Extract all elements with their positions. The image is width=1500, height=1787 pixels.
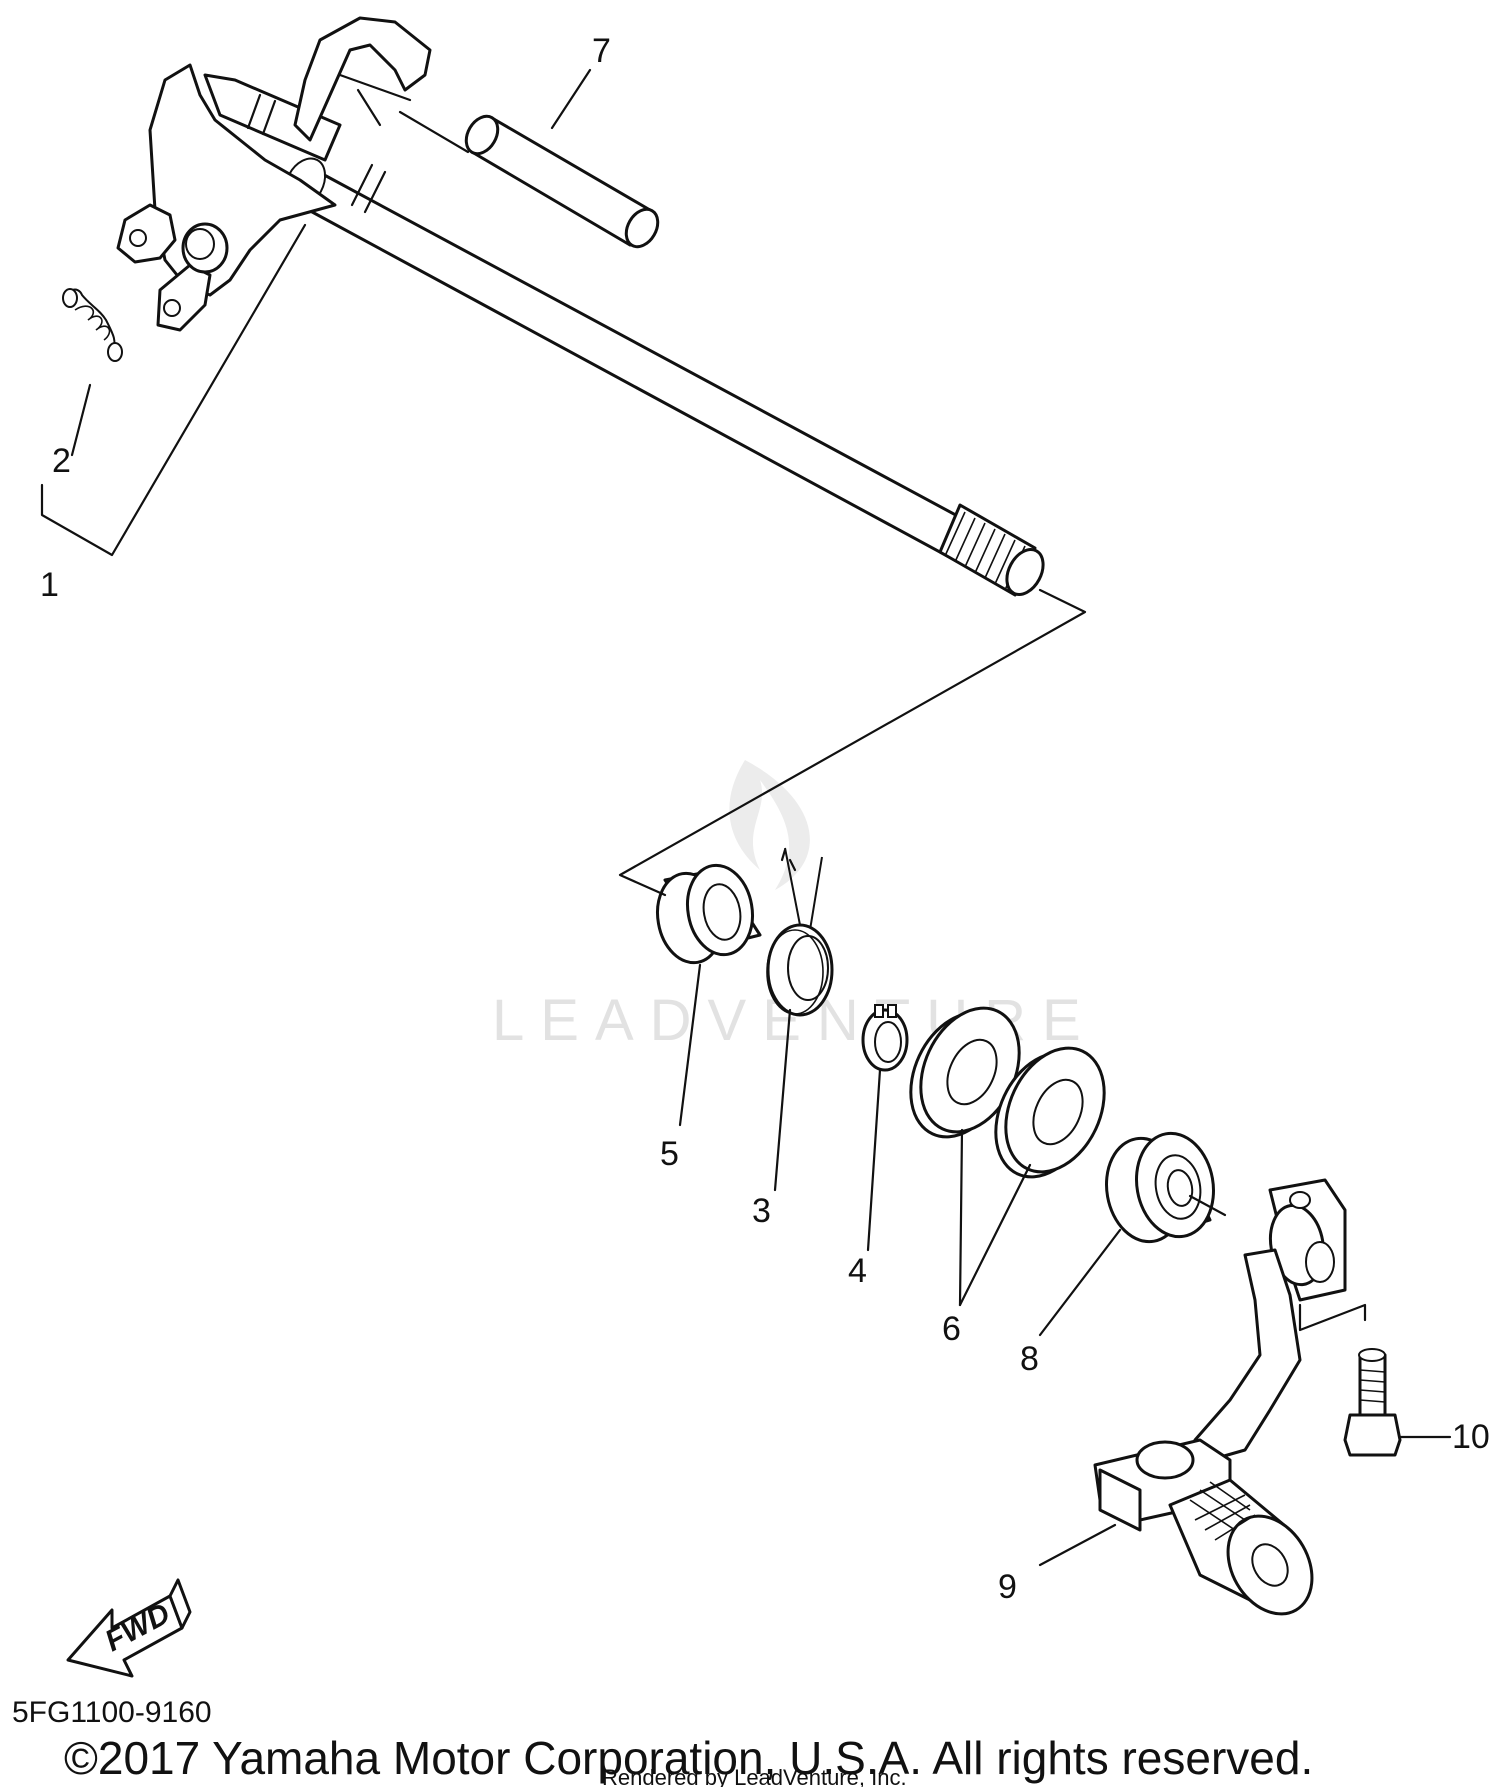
- callout-7: 7: [592, 32, 611, 70]
- rendered-by-text: Rendered by LeadVenture, Inc.: [602, 1765, 907, 1787]
- callout-3: 3: [752, 1192, 771, 1230]
- circlip-part-4[interactable]: [861, 1004, 909, 1072]
- pin-part-7[interactable]: [460, 111, 664, 253]
- callout-9: 9: [998, 1568, 1017, 1606]
- callout-4: 4: [848, 1252, 867, 1290]
- callout-2: 2: [52, 442, 71, 480]
- oil-seal-part-8[interactable]: [1099, 1127, 1222, 1248]
- shift-pedal-part-9[interactable]: [1093, 1178, 1347, 1629]
- callout-10: 10: [1452, 1418, 1490, 1456]
- watermark-flame-icon: [729, 760, 810, 890]
- collar-part-5[interactable]: [651, 860, 762, 968]
- callout-8: 8: [1020, 1340, 1039, 1378]
- copyright-text: ©2017 Yamaha Motor Corporation, U.S.A. A…: [64, 1732, 1313, 1784]
- torsion-spring-part-3[interactable]: [766, 847, 834, 1017]
- callout-5: 5: [660, 1135, 679, 1173]
- shift-shaft-assembly[interactable]: [116, 16, 1050, 601]
- washer-part-6a[interactable]: [892, 992, 1039, 1153]
- callout-1: 1: [40, 566, 59, 604]
- leader-lines: [40, 68, 1452, 1567]
- diagram-code: 5FG1100-9160: [12, 1696, 212, 1729]
- bolt-part-10[interactable]: [1343, 1348, 1402, 1457]
- spring-part-2[interactable]: [62, 288, 123, 362]
- forward-direction-indicator: FWD: [66, 1578, 192, 1678]
- callout-6: 6: [942, 1310, 961, 1348]
- washer-part-6b[interactable]: [977, 1032, 1124, 1193]
